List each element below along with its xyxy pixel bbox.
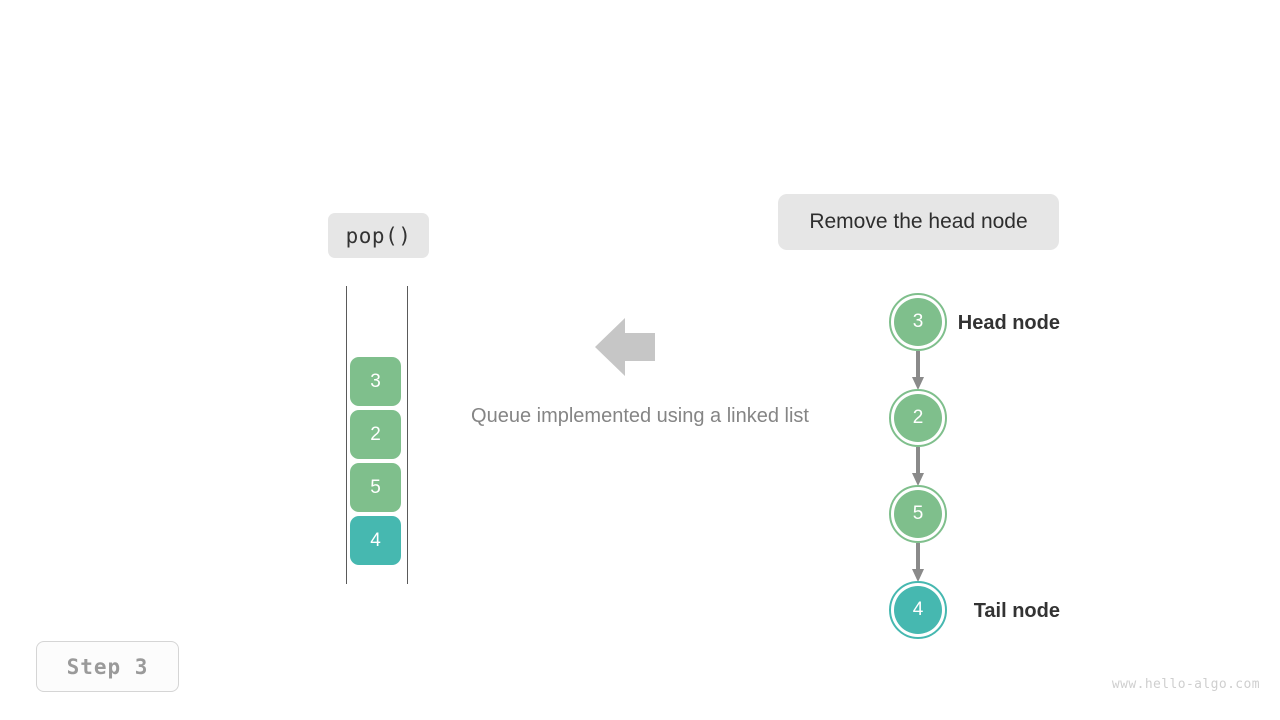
description-label: Remove the head node bbox=[809, 210, 1028, 233]
step-badge: Step 3 bbox=[36, 641, 179, 692]
queue-item: 2 bbox=[350, 410, 401, 459]
queue-item: 4 bbox=[350, 516, 401, 565]
queue-item-value: 4 bbox=[370, 529, 381, 551]
queue-array: 3 2 5 4 bbox=[340, 286, 414, 584]
queue-rail-left bbox=[346, 286, 347, 584]
watermark: www.hello-algo.com bbox=[1111, 677, 1260, 692]
link-arrow-icon bbox=[911, 543, 925, 583]
queue-rail-right bbox=[407, 286, 408, 584]
diagram-caption: Queue implemented using a linked list bbox=[471, 405, 809, 427]
head-node-label: Head node bbox=[957, 312, 1060, 334]
queue-item-value: 2 bbox=[370, 423, 381, 445]
list-node-circle: 3 bbox=[894, 298, 942, 346]
list-node-circle: 2 bbox=[894, 394, 942, 442]
queue-item-value: 3 bbox=[370, 370, 381, 392]
linked-list: 3 2 5 4 bbox=[750, 290, 960, 642]
left-arrow-icon bbox=[595, 318, 655, 376]
queue-item: 5 bbox=[350, 463, 401, 512]
operation-pill: pop() bbox=[328, 213, 429, 258]
operation-label: pop() bbox=[345, 223, 412, 248]
queue-item: 3 bbox=[350, 357, 401, 406]
list-node-value: 4 bbox=[912, 599, 924, 620]
link-arrow-icon bbox=[911, 351, 925, 391]
list-node-value: 2 bbox=[912, 407, 924, 428]
tail-node-label: Tail node bbox=[973, 600, 1060, 622]
link-arrow-icon bbox=[911, 447, 925, 487]
list-node: 4 bbox=[889, 581, 947, 639]
queue-item-value: 5 bbox=[370, 476, 381, 498]
description-pill: Remove the head node bbox=[778, 194, 1059, 250]
list-node-circle: 4 bbox=[894, 586, 942, 634]
list-node-circle: 5 bbox=[894, 490, 942, 538]
list-node: 3 bbox=[889, 293, 947, 351]
list-node: 5 bbox=[889, 485, 947, 543]
list-node-value: 3 bbox=[912, 311, 924, 332]
list-node-value: 5 bbox=[912, 503, 924, 524]
list-node: 2 bbox=[889, 389, 947, 447]
step-label: Step 3 bbox=[66, 654, 149, 679]
